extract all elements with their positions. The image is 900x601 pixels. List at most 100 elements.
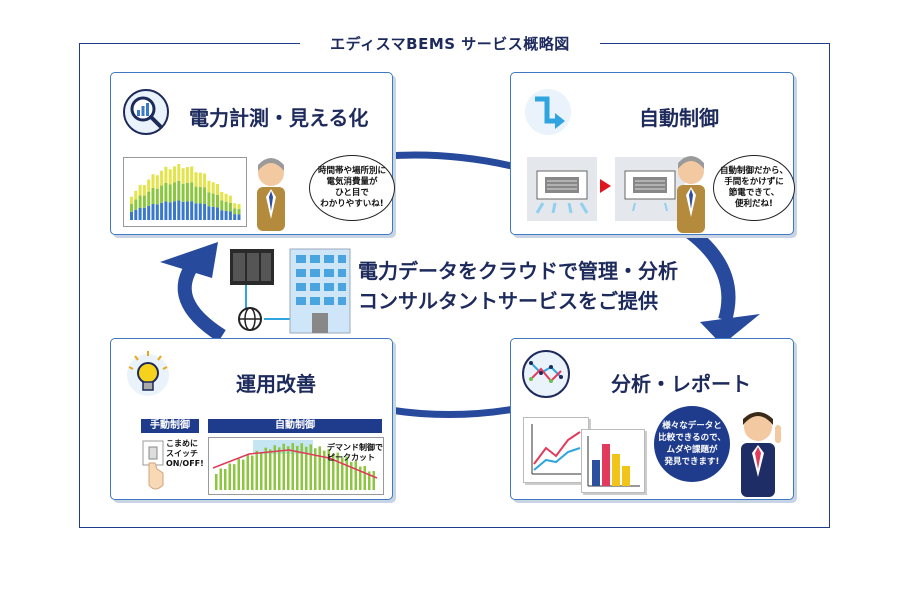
- manual-text-line: こまめに: [166, 439, 198, 448]
- bubble-line: 自動制御だから、: [719, 166, 788, 176]
- bar-segment: [177, 180, 181, 201]
- report-bar-chart: [581, 429, 645, 493]
- auto-text-line: ピークカット: [327, 453, 375, 462]
- bar-segment: [134, 199, 138, 210]
- bar-segment: [164, 182, 168, 202]
- bar-segment: [207, 180, 211, 193]
- bar-segment: [228, 202, 232, 212]
- power-bar-chart: [123, 157, 247, 227]
- bar-segment: [185, 201, 189, 220]
- demand-bar: [341, 457, 344, 490]
- bar-segment: [168, 169, 172, 185]
- card-analysis: 分析・レポート: [510, 338, 794, 500]
- bar-segment: [220, 210, 224, 220]
- bubble-line: 発見できます!: [664, 457, 720, 467]
- bar-segment: [177, 164, 181, 181]
- bar-segment: [198, 186, 202, 204]
- manual-text-line: スイッチ: [166, 449, 198, 458]
- bar-segment: [198, 203, 202, 220]
- bar-segment: [181, 168, 185, 184]
- manual-control-label: 手動制御: [141, 419, 199, 433]
- bar-segment: [168, 202, 172, 220]
- bar-segment: [207, 206, 211, 220]
- bar-segment: [185, 167, 189, 183]
- bar-segment: [147, 205, 151, 220]
- demand-bar: [291, 443, 294, 490]
- bar-segment: [134, 209, 138, 220]
- bar-segment: [147, 179, 151, 192]
- bar-segment: [181, 201, 185, 220]
- demand-bar: [345, 456, 348, 490]
- bar-segment: [160, 202, 164, 220]
- bar-segment: [142, 207, 146, 220]
- demand-bar: [350, 461, 353, 490]
- bar-segment: [237, 204, 241, 209]
- right-arc: [685, 226, 736, 323]
- demand-bar: [309, 444, 312, 490]
- bar-segment: [190, 166, 194, 183]
- demand-bar: [260, 452, 263, 490]
- card-analysis-title: 分析・レポート: [611, 372, 751, 396]
- analysis-speech-bubble: 様々なデータと 比較できるので、 ムダや課題が 発見できます!: [654, 406, 730, 482]
- bar-segment: [155, 175, 159, 189]
- demand-bar: [300, 443, 303, 490]
- bar-segment: [181, 183, 185, 202]
- bar-segment: [237, 208, 241, 215]
- bar-segment: [216, 184, 219, 195]
- bar-segment: [147, 191, 151, 206]
- demand-bar: [287, 446, 290, 490]
- bar-segment: [224, 193, 228, 202]
- demand-line: [212, 449, 378, 479]
- demand-bar: [242, 459, 245, 490]
- bar-segment: [220, 200, 224, 211]
- bar-segment: [138, 184, 142, 196]
- bar-segment: [228, 211, 232, 220]
- bar-segment: [233, 203, 237, 209]
- bar-segment: [151, 203, 155, 220]
- bar-segment: [233, 214, 237, 220]
- demand-bar: [273, 445, 276, 490]
- bubble-line: ひと目で: [335, 188, 369, 198]
- staff-avatar: [733, 405, 783, 499]
- bar-segment: [173, 201, 176, 220]
- aircon-after: [615, 157, 685, 221]
- bar-segment: [190, 201, 194, 220]
- bar-segment: [138, 207, 142, 220]
- report-line-chart: [523, 417, 589, 483]
- automation-arrow-icon: [525, 89, 571, 135]
- bar-segment: [130, 211, 133, 220]
- bar-segment: [237, 214, 241, 220]
- demand-bar: [224, 469, 227, 490]
- bar-segment: [142, 195, 146, 208]
- bar-segment: [151, 174, 155, 188]
- bubble-line: わかりやすいね!: [320, 199, 384, 209]
- card-measure-title: 電力計測・見える化: [189, 106, 369, 130]
- bar-segment: [194, 203, 198, 220]
- magnifier-chart-icon: [123, 89, 169, 135]
- bar-segment: [203, 203, 207, 220]
- demand-bar: [215, 474, 218, 490]
- bar-segment: [173, 182, 176, 202]
- bar-segment: [211, 206, 215, 220]
- bar-segment: [164, 166, 168, 183]
- bar-segment: [216, 194, 219, 208]
- bottom-arc: [389, 404, 521, 419]
- card-auto: 自動制御 自動制御だから、 手間をかけずに 節電できて、: [510, 72, 795, 235]
- demand-bar: [314, 448, 317, 490]
- card-measure: 電力計測・見える化 時間帯や場所別に 電気消費量が ひと目で わかりやすいね!: [110, 72, 395, 235]
- bar-segment: [138, 195, 142, 208]
- demand-bar: [237, 458, 240, 490]
- demand-bar: [246, 454, 249, 490]
- bar-segment: [134, 190, 138, 200]
- center-line-2: コンサルタントサービスをご提供: [358, 289, 658, 313]
- demand-bar: [264, 447, 267, 490]
- bubble-line: 様々なデータと: [662, 421, 722, 431]
- bar-segment: [130, 203, 133, 212]
- bar-segment: [177, 200, 181, 220]
- bar-segment: [160, 185, 164, 203]
- line-chart-icon: [521, 349, 571, 399]
- switch-hand-icon: [141, 439, 167, 493]
- demand-bar: [269, 449, 272, 490]
- bar-segment: [198, 172, 202, 187]
